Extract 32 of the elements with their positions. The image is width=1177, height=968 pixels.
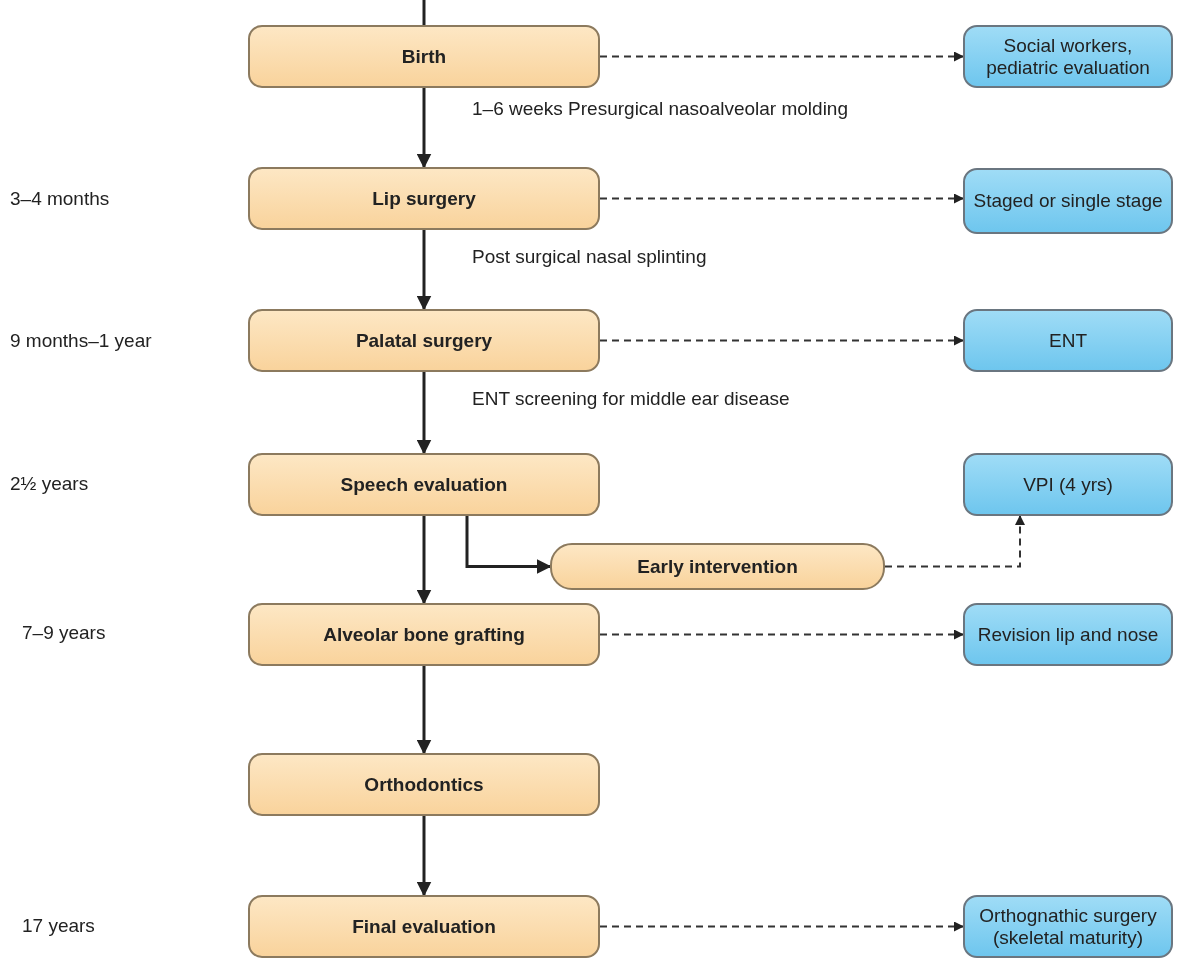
stage-box: Early intervention <box>550 543 885 590</box>
dashed-arrow <box>599 51 964 62</box>
age-label: 17 years <box>22 915 95 937</box>
outcome-box: ENT <box>963 309 1173 372</box>
dashed-arrow <box>599 335 964 346</box>
arrow <box>416 666 432 755</box>
dashed-arrow <box>884 515 1025 568</box>
outcome-box: Revision lip and nose <box>963 603 1173 666</box>
age-label: 9 months–1 year <box>10 330 152 352</box>
stage-box: Birth <box>248 25 600 88</box>
stage-box: Final evaluation <box>248 895 600 958</box>
age-label: 3–4 months <box>10 188 110 210</box>
outcome-box: Orthognathic surgery (skeletal maturity) <box>963 895 1173 958</box>
outcome-box: Social workers, pediatric evaluation <box>963 25 1173 88</box>
dashed-arrow <box>599 921 964 932</box>
arrow <box>416 372 432 455</box>
age-label: 2½ years <box>10 473 89 495</box>
stage-box: Orthodontics <box>248 753 600 816</box>
stage-box: Palatal surgery <box>248 309 600 372</box>
arrow <box>465 516 552 574</box>
stage-box: Speech evaluation <box>248 453 600 516</box>
stage-box: Lip surgery <box>248 167 600 230</box>
stage-box: Alveolar bone grafting <box>248 603 600 666</box>
arrow <box>416 816 432 897</box>
arrow <box>416 88 432 169</box>
outcome-box: Staged or single stage <box>963 168 1173 234</box>
arrow <box>416 230 432 311</box>
dashed-arrow <box>599 629 964 640</box>
age-label: 7–9 years <box>22 622 106 644</box>
arrow <box>416 516 432 605</box>
dashed-arrow <box>599 193 964 204</box>
outcome-box: VPI (4 yrs) <box>963 453 1173 516</box>
